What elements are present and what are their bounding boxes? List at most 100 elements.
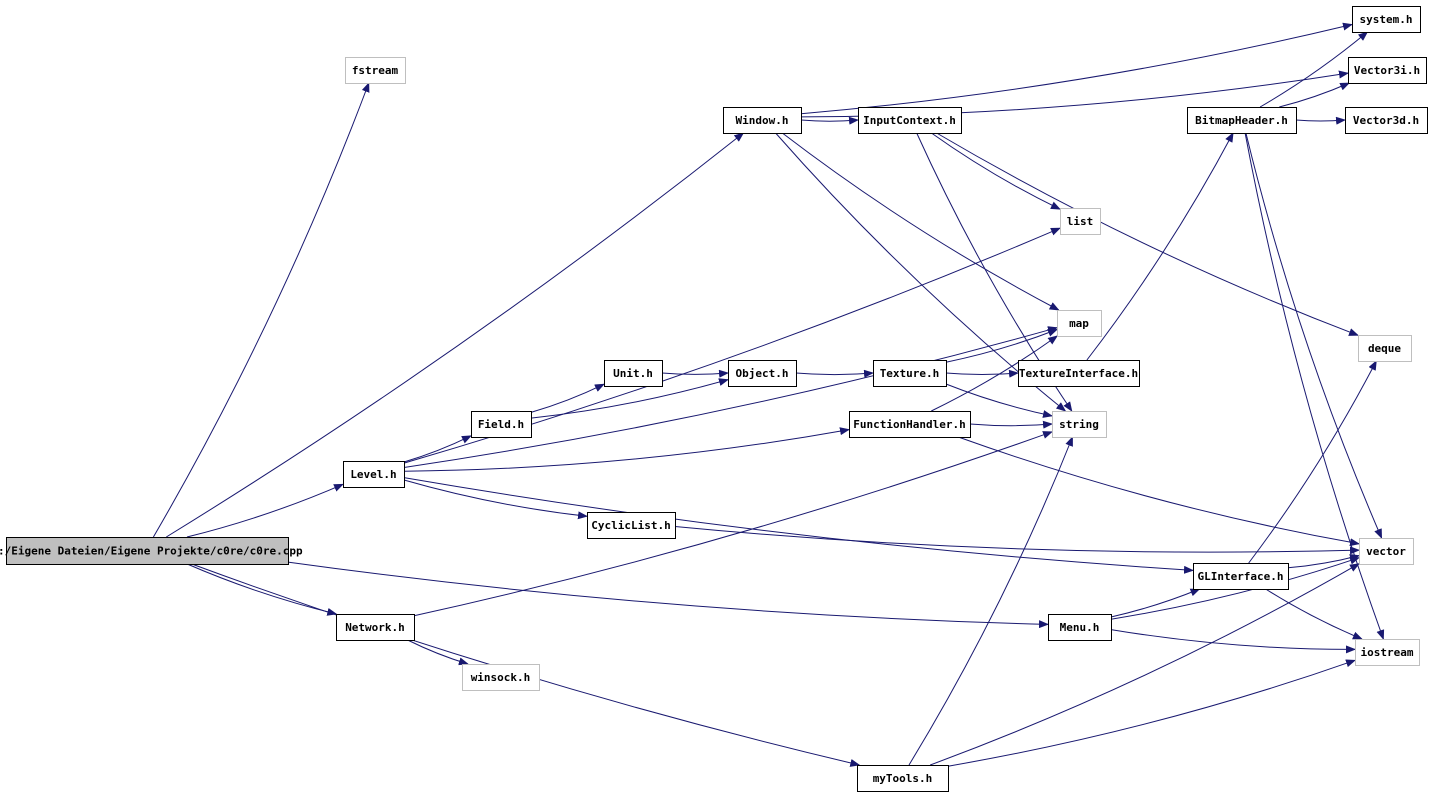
- node-iostream[interactable]: iostream: [1355, 639, 1420, 666]
- node-unit[interactable]: Unit.h: [604, 360, 663, 387]
- node-label-textureinterface: TextureInterface.h: [1019, 367, 1138, 380]
- node-label-cycliclist: CyclicList.h: [591, 519, 670, 532]
- node-vector3d[interactable]: Vector3d.h: [1345, 107, 1428, 134]
- node-box-fstream[interactable]: [345, 57, 406, 84]
- node-label-functionhandler: FunctionHandler.h: [853, 418, 966, 431]
- node-box-deque[interactable]: [1358, 335, 1412, 362]
- node-box-iostream[interactable]: [1355, 639, 1420, 666]
- node-label-root: E:/Eigene Dateien/Eigene Projekte/c0re/c…: [0, 545, 303, 558]
- node-label-vector3d: Vector3d.h: [1353, 114, 1419, 127]
- node-box-string[interactable]: [1052, 411, 1107, 438]
- edge-functionhandler-to-string: [969, 420, 1053, 429]
- edge-network-to-winsock: [407, 639, 469, 666]
- node-label-map: map: [1069, 317, 1089, 330]
- node-glinterface[interactable]: GLInterface.h: [1193, 563, 1289, 590]
- node-list[interactable]: list: [1060, 208, 1101, 235]
- edge-bitmapheader-to-vector: [1245, 132, 1383, 539]
- node-vector3i[interactable]: Vector3i.h: [1348, 57, 1427, 84]
- node-winsock[interactable]: winsock.h: [462, 664, 540, 691]
- edge-texture-to-textureinterface: [945, 369, 1019, 378]
- node-level[interactable]: Level.h: [343, 461, 405, 488]
- edge-level-to-glinterface: [403, 477, 1194, 574]
- node-box-winsock[interactable]: [462, 664, 540, 691]
- edge-inputcontext-to-deque: [936, 132, 1359, 336]
- node-field[interactable]: Field.h: [471, 411, 532, 438]
- node-network[interactable]: Network.h: [336, 614, 415, 641]
- node-cycliclist[interactable]: CyclicList.h: [587, 512, 676, 539]
- node-texture[interactable]: Texture.h: [873, 360, 947, 387]
- node-box-level[interactable]: [343, 461, 405, 488]
- edge-texture-to-map: [945, 329, 1058, 363]
- node-object[interactable]: Object.h: [728, 360, 797, 387]
- node-box-network[interactable]: [336, 614, 415, 641]
- edge-level-to-field: [403, 435, 472, 463]
- node-string[interactable]: string: [1052, 411, 1107, 438]
- node-box-inputcontext[interactable]: [858, 107, 962, 134]
- node-box-unit[interactable]: [604, 360, 663, 387]
- node-box-bitmapheader[interactable]: [1187, 107, 1297, 134]
- node-box-map[interactable]: [1057, 310, 1102, 337]
- edge-texture-to-string: [945, 383, 1053, 418]
- node-bitmapheader[interactable]: BitmapHeader.h: [1187, 107, 1297, 134]
- node-box-textureinterface[interactable]: [1018, 360, 1140, 387]
- node-label-level: Level.h: [350, 468, 396, 481]
- node-layer: E:/Eigene Dateien/Eigene Projekte/c0re/c…: [0, 6, 1428, 792]
- edge-menu-to-iostream: [1110, 629, 1356, 654]
- node-fstream[interactable]: fstream: [345, 57, 406, 84]
- edge-functionhandler-to-vector: [958, 436, 1360, 547]
- node-functionhandler[interactable]: FunctionHandler.h: [849, 411, 971, 438]
- node-box-texture[interactable]: [873, 360, 947, 387]
- node-label-network: Network.h: [345, 621, 405, 634]
- node-box-vector3d[interactable]: [1345, 107, 1428, 134]
- node-deque[interactable]: deque: [1358, 335, 1412, 362]
- node-box-list[interactable]: [1060, 208, 1101, 235]
- node-label-bitmapheader: BitmapHeader.h: [1195, 114, 1288, 127]
- node-label-window: Window.h: [736, 114, 789, 127]
- edge-level-to-cycliclist: [403, 479, 588, 520]
- node-label-vector: vector: [1366, 545, 1406, 558]
- edge-window-to-inputcontext: [800, 116, 859, 125]
- node-box-cycliclist[interactable]: [587, 512, 676, 539]
- node-systemh[interactable]: system.h: [1352, 6, 1421, 33]
- edge-window-to-systemh: [800, 22, 1353, 115]
- node-box-menu[interactable]: [1048, 614, 1112, 641]
- node-label-inputcontext: InputContext.h: [863, 114, 956, 127]
- node-box-glinterface[interactable]: [1193, 563, 1289, 590]
- node-label-texture: Texture.h: [880, 367, 940, 380]
- node-label-systemh: system.h: [1360, 13, 1413, 26]
- edge-bitmapheader-to-vector3d: [1295, 116, 1346, 125]
- node-inputcontext[interactable]: InputContext.h: [858, 107, 962, 134]
- node-root[interactable]: E:/Eigene Dateien/Eigene Projekte/c0re/c…: [0, 537, 303, 565]
- node-box-field[interactable]: [471, 411, 532, 438]
- node-label-fstream: fstream: [352, 64, 399, 77]
- node-window[interactable]: Window.h: [723, 107, 802, 134]
- node-label-iostream: iostream: [1361, 646, 1414, 659]
- node-label-vector3i: Vector3i.h: [1354, 64, 1420, 77]
- node-label-mytools: myTools.h: [873, 772, 933, 785]
- node-textureinterface[interactable]: TextureInterface.h: [1018, 360, 1140, 387]
- node-menu[interactable]: Menu.h: [1048, 614, 1112, 641]
- node-box-vector3i[interactable]: [1348, 57, 1427, 84]
- node-box-systemh[interactable]: [1352, 6, 1421, 33]
- node-mytools[interactable]: myTools.h: [857, 765, 949, 792]
- node-label-list: list: [1067, 215, 1094, 228]
- edge-root-to-window: [166, 132, 745, 538]
- node-box-root[interactable]: [6, 537, 289, 565]
- node-box-object[interactable]: [728, 360, 797, 387]
- edge-network-to-string: [413, 431, 1053, 617]
- node-box-vector[interactable]: [1359, 538, 1414, 565]
- node-vector[interactable]: vector: [1359, 538, 1414, 565]
- edge-mytools-to-iostream: [947, 659, 1356, 767]
- edge-root-to-fstream: [152, 82, 370, 538]
- node-map[interactable]: map: [1057, 310, 1102, 337]
- edge-unit-to-object: [661, 369, 729, 378]
- node-label-deque: deque: [1368, 342, 1401, 355]
- node-box-window[interactable]: [723, 107, 802, 134]
- edge-window-to-map: [781, 132, 1060, 311]
- node-box-mytools[interactable]: [857, 765, 949, 792]
- edge-inputcontext-to-list: [931, 132, 1061, 210]
- edge-field-to-unit: [530, 383, 605, 413]
- node-box-functionhandler[interactable]: [849, 411, 971, 438]
- edge-bitmapheader-to-vector3i: [1279, 82, 1351, 108]
